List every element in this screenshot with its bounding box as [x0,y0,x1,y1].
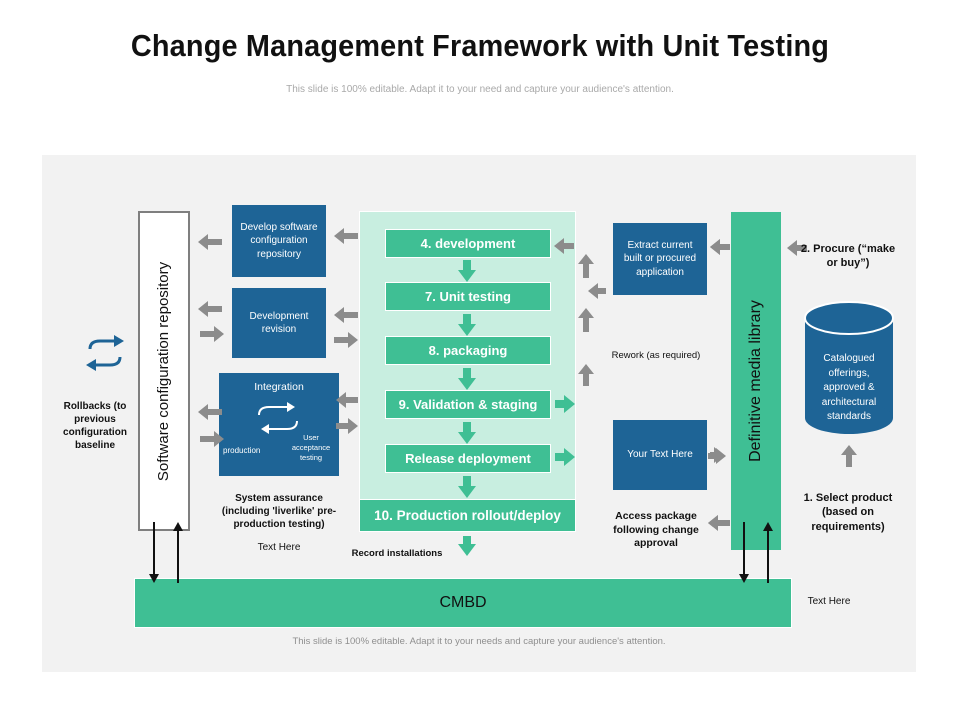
integration-production: production [223,446,261,455]
dml-gray-arrows [588,239,730,527]
step-production-rollout: 10. Production rollout/deploy [359,499,576,532]
step-unit-testing: 7. Unit testing [385,282,551,311]
select-up-arrow [841,445,857,467]
cmbd-bar: CMBD [134,578,792,628]
software-config-repository: Software configuration repository [138,211,190,531]
cmbd-label: CMBD [439,594,487,611]
page-title: Change Management Framework with Unit Te… [130,28,830,63]
rollbacks-label: Rollbacks (to previous configuration bas… [63,401,127,451]
cycle-arrows-icon [86,335,124,371]
extract-arrow-left [710,239,730,255]
access-arrow-left [708,515,728,531]
extract-application-box: Extract current built or procured applic… [613,223,707,295]
procure-arrow-left [787,240,807,256]
footer-note: This slide is 100% editable. Adapt it to… [292,636,666,647]
access-package-label: Access package following change approval [613,510,699,550]
step-packaging: 8. packaging [385,336,551,365]
definitive-media-library-label: Definitive media library [747,300,764,462]
definitive-media-library: Definitive media library [731,212,781,550]
select-product-label: 1. Select product (based on requirements… [803,492,893,533]
right-vertical-arrows [739,522,773,583]
catalogued-label: Catalogued offerings, approved & archite… [821,353,877,422]
your-text-box: Your Text Here [613,420,707,490]
integration-uat: User acceptance testing [291,433,331,462]
system-assurance-label: System assurance (including 'liverlike' … [221,493,337,530]
database-cylinder-icon [804,301,894,434]
middle-gray-arrows [334,228,358,434]
development-revision-box: Development revision [232,288,326,358]
left-gray-arrows [198,234,224,447]
dml-arrow-right [708,448,726,464]
down-arrows [458,260,476,556]
procure-label: 2. Procure (“make or buy”) [800,243,896,270]
rework-label: Rework (as required) [611,350,701,361]
right-text-here: Text Here [807,596,851,607]
page-subtitle: This slide is 100% editable. Adapt it to… [286,84,674,95]
right-green-arrows [555,395,575,466]
record-installations-label: Record installations [351,548,443,559]
center-right-gray-arrows [554,238,594,386]
develop-repository-box: Develop software configuration repositor… [232,205,326,277]
integration-title: Integration [254,381,304,393]
step-validation-staging: 9. Validation & staging [385,390,551,419]
integration-box: Integration production User acceptance t… [219,373,339,476]
step-development: 4. development [385,229,551,258]
left-vertical-arrows [149,522,183,583]
left-text-here: Text Here [257,542,301,553]
software-config-repository-label: Software configuration repository [155,261,173,481]
step-release-deployment: Release deployment [385,444,551,473]
swap-arrows-icon [258,402,298,434]
